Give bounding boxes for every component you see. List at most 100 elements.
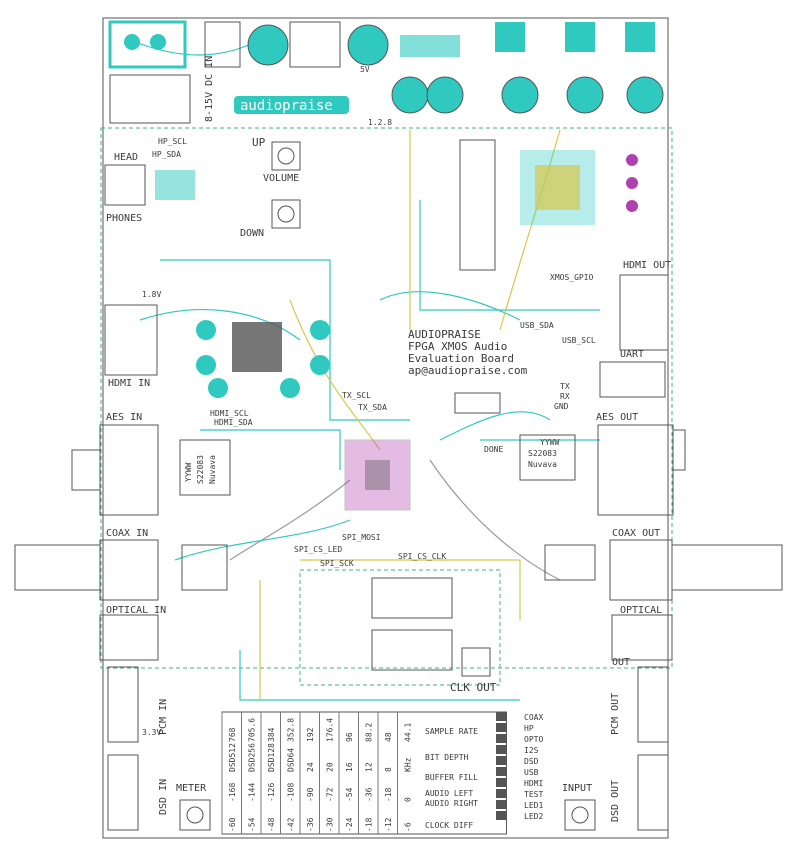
led-indicator — [496, 767, 506, 776]
led-table-cell: -54 — [248, 817, 257, 832]
led-table-cell: -168 — [228, 783, 237, 802]
transformer-maker-label: Nuvava — [208, 455, 217, 484]
led-indicator — [496, 778, 506, 787]
transformer-code-label: S22083 — [196, 455, 205, 484]
led-indicator — [496, 734, 506, 743]
clk-out-connector[interactable] — [461, 647, 491, 677]
led-table-cell: -42 — [287, 817, 296, 832]
input-button[interactable] — [564, 799, 596, 831]
led-table-row-label: AUDIO LEFT — [425, 789, 473, 798]
net-spi-mosi: SPI_MOSI — [342, 533, 381, 542]
led-indicator-label: DSD — [524, 757, 539, 766]
led-indicator-label: LED1 — [524, 801, 543, 810]
led-table-cell: -18 — [365, 817, 374, 832]
led-table-cell: DSD512 — [228, 743, 237, 772]
dsd-out-header — [637, 754, 669, 831]
led-table-cell: 192 — [306, 727, 315, 742]
led-table-cell: 96 — [345, 732, 354, 742]
led-table-row-label: BIT DEPTH — [425, 753, 469, 762]
led-table-row-label: SAMPLE RATE — [425, 727, 478, 736]
copper-traces — [129, 39, 600, 701]
led-table-cell: 0 — [404, 797, 413, 802]
led-indicator-label: COAX — [524, 713, 543, 722]
aes-out-label: AES OUT — [596, 412, 638, 423]
led-table-cell: 88.2 — [365, 723, 374, 742]
net-rx: RX — [560, 392, 570, 401]
led-table-cell: 352.8 — [287, 718, 296, 742]
led-table-cell: -24 — [345, 817, 354, 832]
pcm-out-header — [637, 666, 669, 743]
audiopraise-logo-box — [234, 96, 349, 114]
out-label: OUT — [612, 657, 630, 668]
net-hp-sda: HP_SDA — [152, 150, 181, 159]
power-input-label: 8-15V DC IN — [204, 56, 215, 122]
led-table-cell: 705.6 — [248, 718, 257, 742]
up-label: UP — [252, 136, 266, 149]
transformer-out-date: YYWW — [540, 438, 559, 447]
meter-button[interactable] — [179, 799, 211, 831]
coax-out-label: COAX OUT — [612, 528, 660, 539]
led-indicator-label: HP — [524, 724, 534, 733]
net-spi-cs-clk: SPI_CS_CLK — [398, 552, 446, 561]
led-table-cell: -54 — [345, 787, 354, 802]
hdmi-out-label: HDMI OUT — [623, 260, 671, 271]
led-indicator-label: TEST — [524, 790, 543, 799]
led-table-cell: 8 — [384, 767, 393, 772]
net-hp-scl: HP_SCL — [158, 137, 187, 146]
led-table-row-label: CLOCK DIFF — [425, 821, 473, 830]
net-hdmi-scl: HDMI_SCL — [210, 409, 249, 418]
net-spi-cs-led: SPI_CS_LED — [294, 545, 342, 554]
led-table-cell: 24 — [306, 762, 315, 772]
led-table-cell: -18 — [384, 787, 393, 802]
phones-label: PHONES — [106, 213, 142, 224]
logo-text: audiopraise — [240, 98, 333, 114]
net-3v3: 3.3V — [142, 728, 161, 737]
led-table-cell: 176.4 — [326, 718, 335, 742]
transformer-in — [179, 439, 231, 496]
transformer-date-label: YYWW — [184, 463, 193, 482]
meter-label: METER — [176, 783, 207, 794]
fpga-chip — [344, 439, 411, 511]
volume-label: VOLUME — [263, 173, 299, 184]
version-label: 1.2.8 — [368, 118, 392, 127]
dsd-in-label: DSD IN — [158, 779, 169, 815]
board-title-1: AUDIOPRAISE — [408, 328, 481, 341]
net-xmos-gpio: XMOS_GPIO — [550, 273, 594, 282]
net-hdmi-sda: HDMI_SDA — [214, 418, 253, 427]
net-usb-scl: USB_SCL — [562, 336, 596, 345]
aes-in-label: AES IN — [106, 412, 142, 423]
led-table-cell: DSD64 — [287, 748, 296, 772]
net-1v8: 1.8V — [142, 290, 161, 299]
led-table-row-label: BUFFER FILL — [425, 773, 478, 782]
led-table-row-label: AUDIO RIGHT — [425, 799, 478, 808]
led-table-cell: -126 — [267, 783, 276, 802]
led-indicator — [496, 800, 506, 809]
net-done: DONE — [484, 445, 503, 454]
power-section — [108, 20, 664, 124]
net-5v: 5V — [360, 65, 370, 74]
led-table-cell: -60 — [228, 817, 237, 832]
volume-down-button[interactable] — [271, 199, 301, 229]
led-table-cell: -72 — [326, 787, 335, 802]
led-indicator-label: LED2 — [524, 812, 543, 821]
optical-out-label: OPTICAL — [620, 605, 662, 616]
led-indicator-table: 768DSD512-168-60705.6DSD256-144-54384DSD… — [221, 711, 543, 835]
led-indicator-label: OPTO — [524, 735, 543, 744]
input-label: INPUT — [562, 783, 592, 794]
transformer-out — [519, 434, 576, 481]
clk-out-label: CLK OUT — [450, 681, 497, 694]
hdmi-in-label: HDMI IN — [108, 378, 150, 389]
dsd-out-label: DSD OUT — [610, 780, 621, 822]
led-table-cell: 16 — [345, 762, 354, 772]
led-table-cell: -36 — [365, 787, 374, 802]
board-outline — [102, 17, 669, 839]
board-title-3: Evaluation Board — [408, 352, 514, 365]
net-tx-scl: TX_SCL — [342, 391, 371, 400]
led-table-cell: 20 — [326, 762, 335, 772]
board-title-2: FPGA XMOS Audio — [408, 340, 507, 353]
net-gnd: GND — [554, 402, 569, 411]
led-table-cell: 48 — [384, 732, 393, 742]
volume-up-button[interactable] — [271, 141, 301, 171]
led-table-cell: 768 — [228, 727, 237, 742]
